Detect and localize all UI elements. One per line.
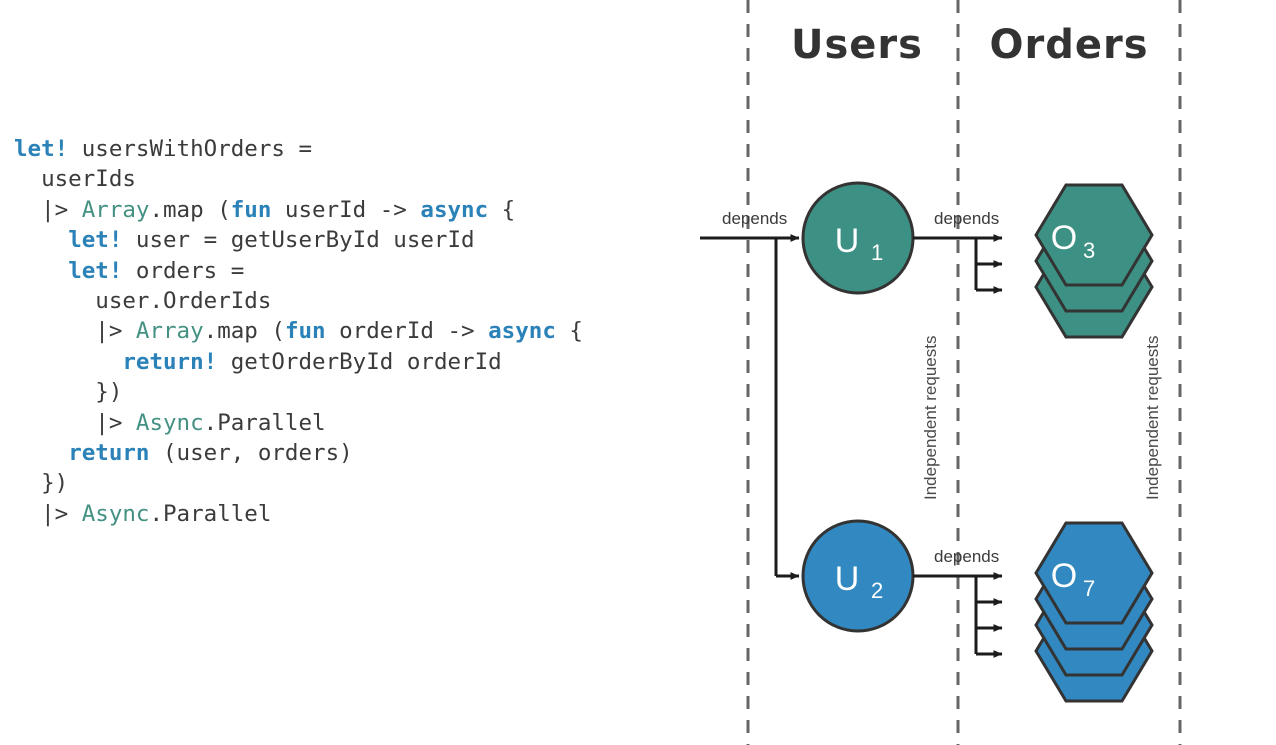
node-o7-label: O <box>1051 557 1077 595</box>
node-o7-hex-1 <box>1034 521 1154 625</box>
code-token: .map ( <box>149 196 231 223</box>
code-token: user.OrderIds <box>14 287 272 314</box>
code-panel: let! usersWithOrders = userIds |> Array.… <box>14 134 583 529</box>
code-token: Async <box>81 500 150 527</box>
node-o7-subscript: 7 <box>1083 576 1095 601</box>
code-token: userIds <box>14 166 136 193</box>
code-token: Array <box>81 196 150 223</box>
code-token: .Parallel <box>149 500 272 527</box>
lane-title-users: Users <box>791 22 923 68</box>
code-token: userId -> <box>271 196 421 223</box>
node-o3-label: O <box>1051 219 1077 257</box>
code-token: fun <box>230 196 272 223</box>
code-token: return! <box>122 348 218 375</box>
node-u2-subscript: 2 <box>871 578 883 603</box>
node-u2-label: U <box>835 560 860 598</box>
code-line: |> Array.map (fun orderId -> async { <box>14 316 583 346</box>
code-token: async <box>420 196 489 223</box>
code-token: orderId -> <box>325 318 489 345</box>
code-token: orders = <box>122 257 245 284</box>
node-u1-label: U <box>835 222 860 260</box>
node-o7[interactable]: O 7 <box>1034 521 1154 703</box>
code-token: |> <box>14 196 82 223</box>
code-token: getOrderById orderId <box>217 348 502 375</box>
code-line: let! user = getUserById userId <box>14 225 583 255</box>
code-token: }) <box>14 379 123 406</box>
node-u1[interactable]: U 1 <box>801 181 915 295</box>
node-u2[interactable]: U 2 <box>801 519 915 633</box>
code-token <box>14 258 68 284</box>
code-token: }) <box>14 470 69 497</box>
code-token: fun <box>284 318 326 345</box>
code-token: |> <box>14 409 136 436</box>
code-line: let! orders = <box>14 256 583 286</box>
node-o3-hex-1 <box>1034 183 1154 287</box>
code-listing: let! usersWithOrders = userIds |> Array.… <box>14 134 583 529</box>
code-line: return (user, orders) <box>14 438 583 468</box>
code-line: }) <box>14 377 583 407</box>
code-line: let! usersWithOrders = <box>14 134 583 164</box>
code-line: user.OrderIds <box>14 286 583 316</box>
code-token: .map ( <box>203 318 285 345</box>
code-token: async <box>488 318 556 345</box>
code-line: |> Async.Parallel <box>14 408 583 438</box>
code-token: user = getUserById userId <box>122 227 475 254</box>
code-token <box>14 349 122 375</box>
edge-u2-to-o7 <box>913 572 1003 658</box>
code-token: let! <box>68 257 123 284</box>
code-token: { <box>555 318 583 345</box>
node-o3[interactable]: O 3 <box>1034 183 1154 339</box>
code-token: let! <box>68 227 123 254</box>
code-token: Array <box>135 318 204 345</box>
code-token <box>14 227 68 253</box>
edge-label-u1-to-o3: depends <box>934 209 999 228</box>
edge-entry-branch <box>700 234 800 580</box>
code-token: |> <box>14 500 82 527</box>
code-token: return <box>68 439 150 466</box>
dependency-diagram: Users Orders Independent requests Indepe… <box>700 0 1276 745</box>
code-line: |> Async.Parallel <box>14 499 583 529</box>
code-line: }) <box>14 468 583 498</box>
node-o3-subscript: 3 <box>1083 238 1095 263</box>
code-line: |> Array.map (fun userId -> async { <box>14 195 583 225</box>
lane-title-orders: Orders <box>989 22 1148 68</box>
code-token: usersWithOrders = <box>68 136 313 162</box>
node-u1-subscript: 1 <box>871 240 883 265</box>
side-label-users-column: Independent requests <box>921 336 940 500</box>
code-token <box>14 440 68 466</box>
edge-label-u2-to-o7: depends <box>934 547 999 566</box>
code-token: Async <box>135 409 204 436</box>
code-token: { <box>488 196 516 223</box>
code-token: |> <box>14 318 136 345</box>
code-token: .Parallel <box>203 409 326 436</box>
side-label-orders-column-2: Independent requests <box>1143 336 1162 500</box>
edge-label-entry-to-u1: depends <box>722 209 787 228</box>
edge-u1-to-o3 <box>913 234 1003 294</box>
code-token: let! <box>14 136 69 162</box>
code-line: return! getOrderById orderId <box>14 347 583 377</box>
code-token: (user, orders) <box>149 439 353 466</box>
code-line: userIds <box>14 164 583 194</box>
lane-dividers <box>746 0 1182 745</box>
